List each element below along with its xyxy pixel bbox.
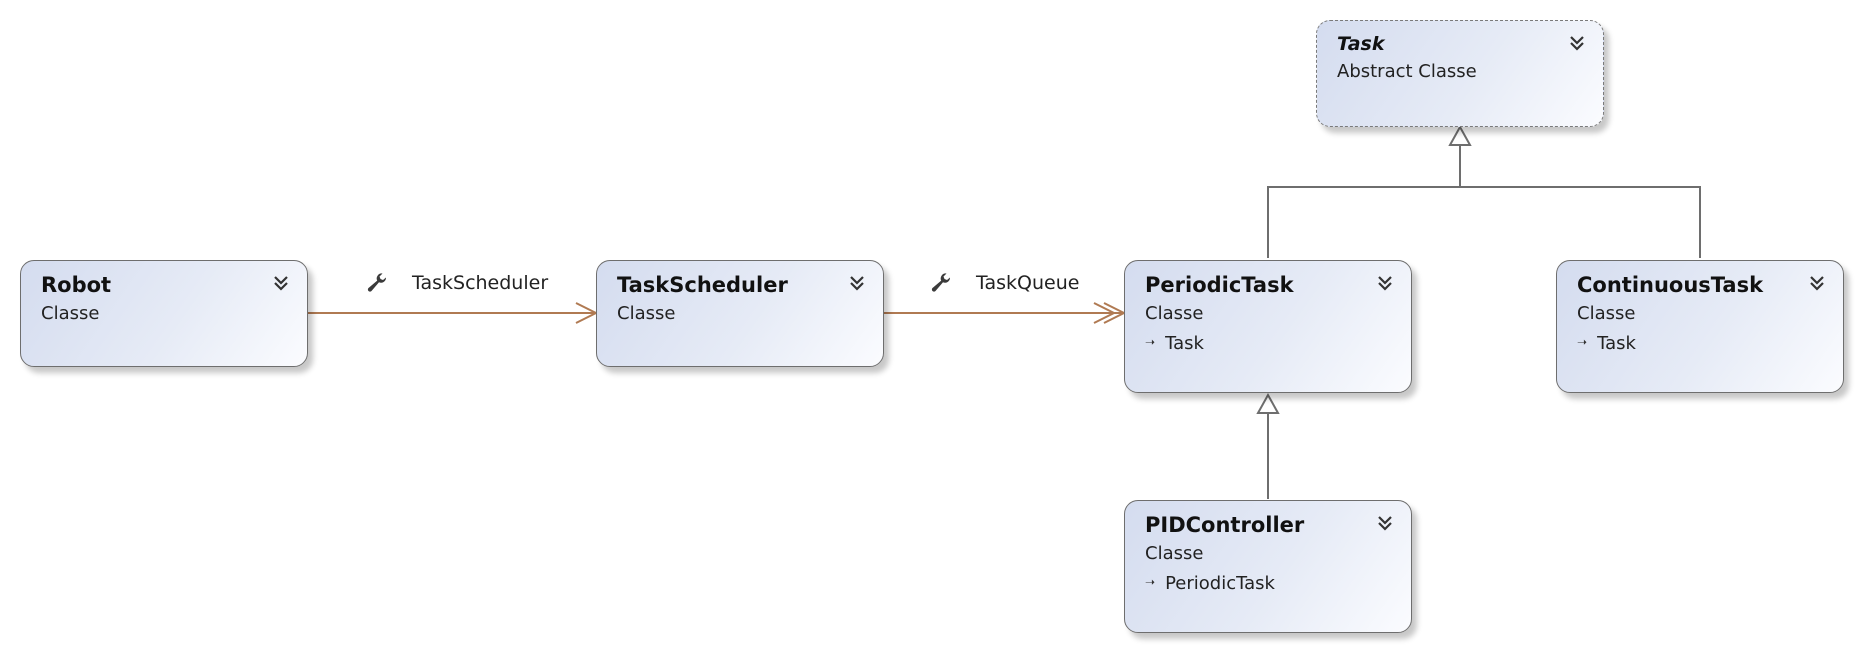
class-name: TaskScheduler xyxy=(617,273,788,297)
class-name: PIDController xyxy=(1145,513,1305,537)
chevron-down-icon[interactable] xyxy=(1569,34,1585,52)
inheritance-icon: ➝ xyxy=(1145,335,1156,349)
base-class-name: PeriodicTask xyxy=(1165,573,1275,594)
class-task[interactable]: Task Abstract Classe xyxy=(1316,20,1604,127)
class-taskscheduler[interactable]: TaskScheduler Classe xyxy=(596,260,884,367)
inheritance-arrowhead-periodictask xyxy=(1256,392,1280,414)
chevron-down-icon[interactable] xyxy=(849,274,865,292)
class-periodictask[interactable]: PeriodicTask Classe ➝ Task xyxy=(1124,260,1412,393)
class-stereotype: Classe xyxy=(1145,543,1204,564)
class-robot[interactable]: Robot Classe xyxy=(20,260,308,367)
class-name: Robot xyxy=(41,273,112,297)
wrench-icon xyxy=(367,273,387,292)
chevron-down-icon[interactable] xyxy=(1809,274,1825,292)
wrench-icon xyxy=(931,273,951,292)
class-stereotype: Abstract Classe xyxy=(1337,61,1477,82)
chevron-down-icon[interactable] xyxy=(1377,514,1393,532)
class-stereotype: Classe xyxy=(1145,303,1204,324)
base-class-row: ➝ Task xyxy=(1145,329,1391,360)
chevron-down-icon[interactable] xyxy=(1377,274,1393,292)
inheritance-arrowhead-task xyxy=(1448,124,1472,146)
association-arrowhead-queue-1 xyxy=(1093,302,1117,324)
association-label-taskscheduler[interactable]: TaskScheduler xyxy=(412,272,549,294)
inheritance-line-periodic-to-task xyxy=(1267,186,1701,258)
base-class-name: Task xyxy=(1165,333,1204,354)
chevron-down-icon[interactable] xyxy=(273,274,289,292)
inheritance-icon: ➝ xyxy=(1577,335,1588,349)
class-stereotype: Classe xyxy=(617,303,676,324)
class-name: ContinuousTask xyxy=(1577,273,1764,297)
class-stereotype: Classe xyxy=(41,303,100,324)
base-class-row: ➝ PeriodicTask xyxy=(1145,569,1391,600)
base-class-name: Task xyxy=(1597,333,1636,354)
class-stereotype: Classe xyxy=(1577,303,1636,324)
class-pidcontroller[interactable]: PIDController Classe ➝ PeriodicTask xyxy=(1124,500,1412,633)
class-continuoustask[interactable]: ContinuousTask Classe ➝ Task xyxy=(1556,260,1844,393)
base-class-row: ➝ Task xyxy=(1577,329,1823,360)
association-label-taskqueue[interactable]: TaskQueue xyxy=(976,272,1080,294)
inheritance-icon: ➝ xyxy=(1145,575,1156,589)
class-name: PeriodicTask xyxy=(1145,273,1294,297)
class-name: Task xyxy=(1337,33,1385,55)
